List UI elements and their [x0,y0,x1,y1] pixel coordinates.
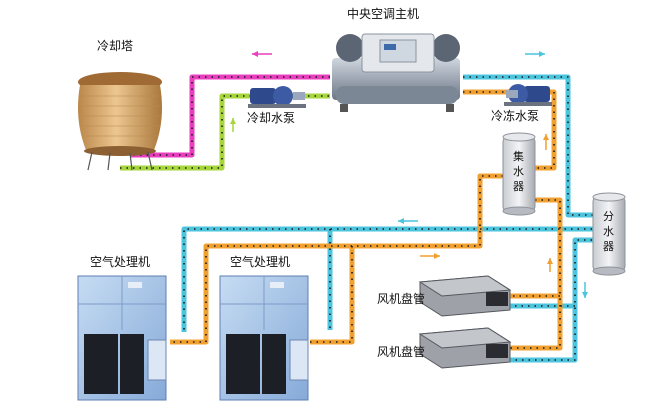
pipe-network [120,74,605,363]
distributor-label-2: 水 [603,225,614,238]
cooling-water-pump [248,86,306,108]
chiller-unit [332,33,460,112]
collector-label-2: 水 [513,165,524,178]
water-collector [502,132,536,216]
distributor-label-1: 分 [603,210,614,223]
cooling-tower-label: 冷却塔 [97,39,133,53]
chilled-supply-pipe-branch [181,226,605,332]
fan-coil-2-label: 风机盘管 [377,344,425,359]
chilled-water-pump [504,84,552,106]
air-handler-1-label: 空气处理机 [90,254,150,269]
chilled-return-pipe-fcu [510,197,563,351]
distributor-label-3: 器 [603,240,614,253]
fan-coil-unit-1 [418,275,512,317]
collector-label-3: 器 [513,180,524,193]
cooling-tower [78,72,162,171]
chilled-pump-label: 冷冻水泵 [491,108,539,123]
cooling-pump-label: 冷却水泵 [247,111,295,125]
air-handler-2-label: 空气处理机 [230,254,290,269]
flow-arrows [230,51,588,298]
chiller-label: 中央空调主机 [347,6,419,21]
fan-coil-unit-2 [418,327,512,369]
collector-label-1: 集 [513,149,524,163]
water-distributor [592,192,626,276]
fan-coil-1-label: 风机盘管 [377,291,425,306]
air-handler-1 [77,275,167,401]
air-handler-2 [219,275,309,401]
pipe-dots [120,76,605,361]
